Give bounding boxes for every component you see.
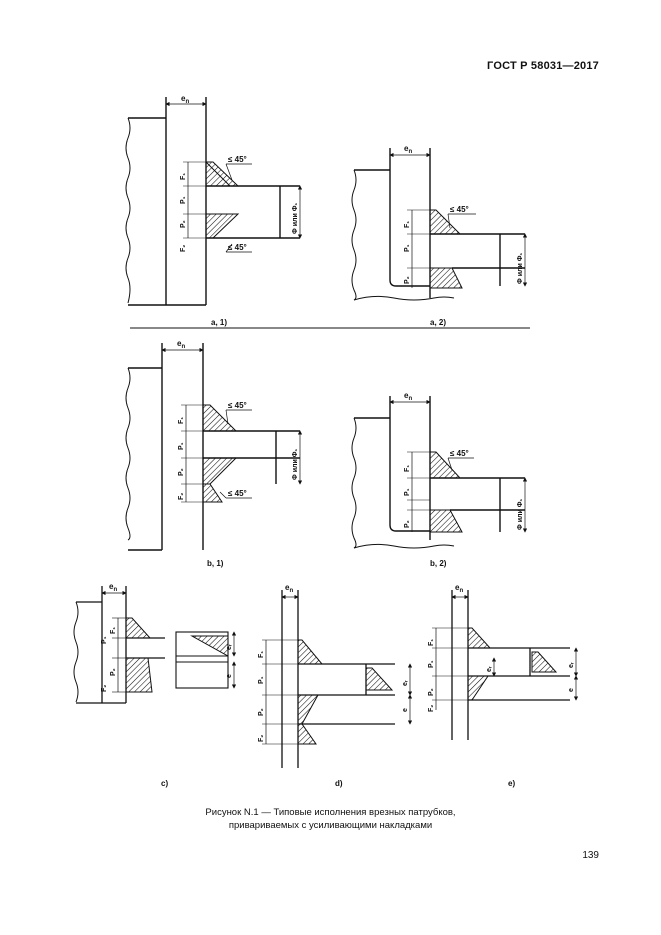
panel-label-e: e): [508, 779, 515, 788]
label-f1-b2: F₁: [404, 465, 411, 472]
label-phi-a1: Φ или Φ₁: [292, 203, 299, 234]
label-p2-b1: P₂: [178, 468, 185, 476]
label-p2-e: P₂: [428, 688, 435, 696]
label-f1-e: F₁: [428, 639, 435, 646]
panel-a2: [351, 148, 528, 301]
label-p2-a1: P₂: [180, 220, 187, 228]
panel-label-b1: b, 1): [207, 559, 224, 568]
angle-a2: ≤ 45°: [450, 205, 469, 214]
dim-en-a1: en: [181, 94, 189, 105]
standard-header: ГОСТ Р 58031—2017: [487, 60, 599, 72]
dim-en-a2: en: [404, 144, 412, 155]
label-e-d: e: [402, 708, 409, 712]
label-f2-e: F₂: [428, 705, 435, 712]
label-e-e: e: [568, 688, 575, 692]
label-f1-a2: F₁: [404, 221, 411, 228]
label-p2-d: P₂: [258, 708, 265, 716]
label-p1-b2: P₁: [404, 488, 411, 496]
label-er-c: eᵣ: [226, 644, 233, 650]
page-number: 139: [582, 850, 599, 861]
angle-b2: ≤ 45°: [450, 449, 469, 458]
caption-line-1: Рисунок N.1 — Типовые исполнения врезных…: [205, 807, 456, 818]
panel-label-a2: a, 2): [430, 318, 446, 327]
label-f1-b1: F₁: [178, 417, 185, 424]
label-p2-a2: P₂: [404, 276, 411, 284]
dim-en-b2: en: [404, 391, 412, 402]
panel-e: [432, 590, 579, 740]
label-f2-c: F₂: [101, 685, 108, 692]
dim-en-e: en: [455, 583, 463, 594]
panel-label-d: d): [335, 779, 343, 788]
angle-a1-top: ≤ 45°: [228, 155, 247, 164]
angle-b1-top: ≤ 45°: [228, 401, 247, 410]
label-f2-d: F₂: [258, 735, 265, 742]
panel-d: [262, 590, 413, 768]
label-er-e: eᵣ: [568, 662, 575, 668]
panel-label-a1: a, 1): [211, 318, 227, 327]
panel-b1: [125, 343, 303, 551]
dim-en-d: en: [285, 583, 293, 594]
angle-a1-bottom: ≤ 45°: [228, 243, 247, 252]
weld-upper: [205, 161, 240, 187]
label-phi-b2: Φ или Φ₁: [517, 499, 524, 530]
label-p1-a1: P₁: [180, 196, 187, 204]
panel-label-c: c): [161, 779, 168, 788]
label-er-d: eᵣ: [402, 680, 409, 686]
label-f1-c: F₁: [110, 627, 117, 634]
label-f2-b1: F₂: [178, 493, 185, 500]
label-p1-c: P₁: [101, 636, 108, 644]
label-f2-a1: F₂: [180, 245, 187, 252]
panel-label-b2: b, 2): [430, 559, 447, 568]
label-er-e-inner: eᵣ: [486, 666, 493, 672]
dim-en-c: en: [109, 582, 117, 593]
label-phi-b1: Φ или Φ₁: [292, 449, 299, 480]
label-f1-d: F₁: [258, 651, 265, 658]
panel-a1: [125, 97, 303, 306]
panel-c: [73, 586, 237, 704]
caption-line-2: привариваемых с усиливающими накладками: [228, 820, 433, 831]
label-p2-b2: P₂: [404, 520, 411, 528]
shell-break-line: [125, 117, 131, 304]
label-phi-a2: Φ или Φ₁: [517, 253, 524, 284]
label-p1-d: P₁: [258, 676, 265, 684]
angle-b1-bottom: ≤ 45°: [228, 489, 247, 498]
label-p1-a2: P₁: [404, 244, 411, 252]
label-e-c: e: [226, 674, 233, 678]
label-p2-c: P₂: [110, 668, 117, 676]
panel-b2: [351, 396, 528, 549]
label-p1-b1: P₁: [178, 442, 185, 450]
weld-lower: [205, 213, 240, 239]
dim-en-b1: en: [177, 339, 185, 350]
figure-caption: Рисунок N.1 — Типовые исполнения врезных…: [0, 806, 661, 832]
label-p1-e: P₁: [428, 660, 435, 668]
label-f1-a1: F₁: [180, 173, 187, 180]
